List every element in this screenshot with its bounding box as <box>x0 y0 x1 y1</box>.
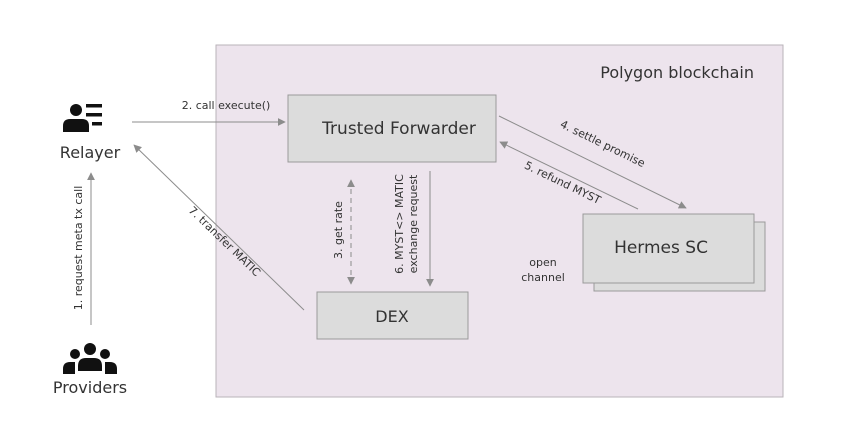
arrow-label-exchange-line2: exchange request <box>407 174 420 273</box>
arrow-refund-myst <box>499 141 639 210</box>
arrow-label-exchange-line1: 6. MYST<> MATIC <box>393 174 406 274</box>
relayer-label: Relayer <box>60 143 121 162</box>
trusted-forwarder-box[interactable] <box>287 94 497 163</box>
arrow-transfer-matic <box>133 144 305 311</box>
arrow-settle-promise <box>498 115 687 209</box>
user-group-icon <box>63 343 117 374</box>
note-open-line2: channel <box>521 271 565 284</box>
arrow-label-get-rate: 3. get rate <box>332 201 345 259</box>
person-list-icon <box>63 104 102 132</box>
hermes-sc-label: Hermes SC <box>614 238 708 258</box>
hermes-sc-box[interactable] <box>582 213 755 284</box>
arrow-label-call-execute: 2. call execute() <box>182 99 271 112</box>
region-title: Polygon blockchain <box>600 63 754 82</box>
arrow-label-request-meta-tx: 1. request meta tx call <box>72 186 85 311</box>
dex-label: DEX <box>375 307 408 326</box>
dex-box[interactable] <box>316 291 469 340</box>
providers-label: Providers <box>53 378 127 397</box>
trusted-forwarder-label: Trusted Forwarder <box>321 119 476 139</box>
note-open-line1: open <box>529 256 556 269</box>
